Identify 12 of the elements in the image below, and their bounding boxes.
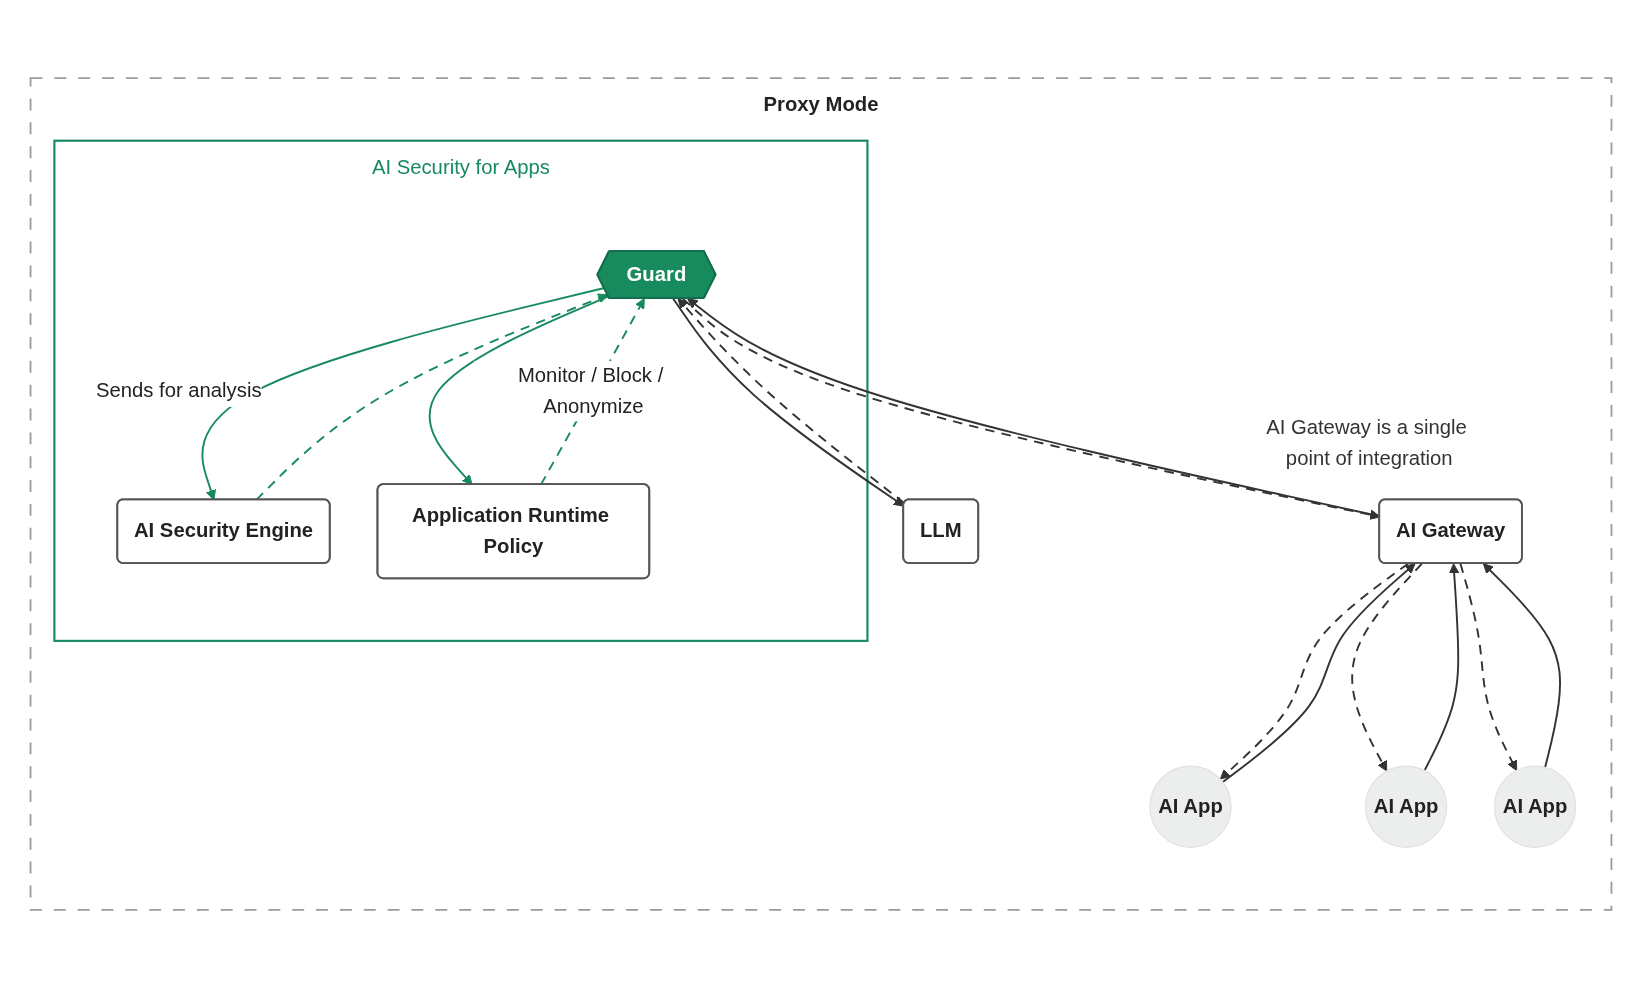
node-circle: AI App xyxy=(1149,765,1232,848)
arrow xyxy=(1423,563,1460,772)
edge-label: Monitor / Block / Anonymize xyxy=(517,364,664,418)
arrow xyxy=(201,287,606,501)
arrow xyxy=(1459,562,1518,771)
edge-label: Sends for analysis xyxy=(95,379,262,403)
arrow xyxy=(255,293,609,501)
node-circle: AI App xyxy=(1364,765,1448,848)
node-label: AI Gateway is a single point of integration xyxy=(1266,415,1467,469)
arrow xyxy=(1351,562,1423,772)
node-circle: AI App xyxy=(1493,765,1577,848)
arrow xyxy=(1482,563,1562,769)
